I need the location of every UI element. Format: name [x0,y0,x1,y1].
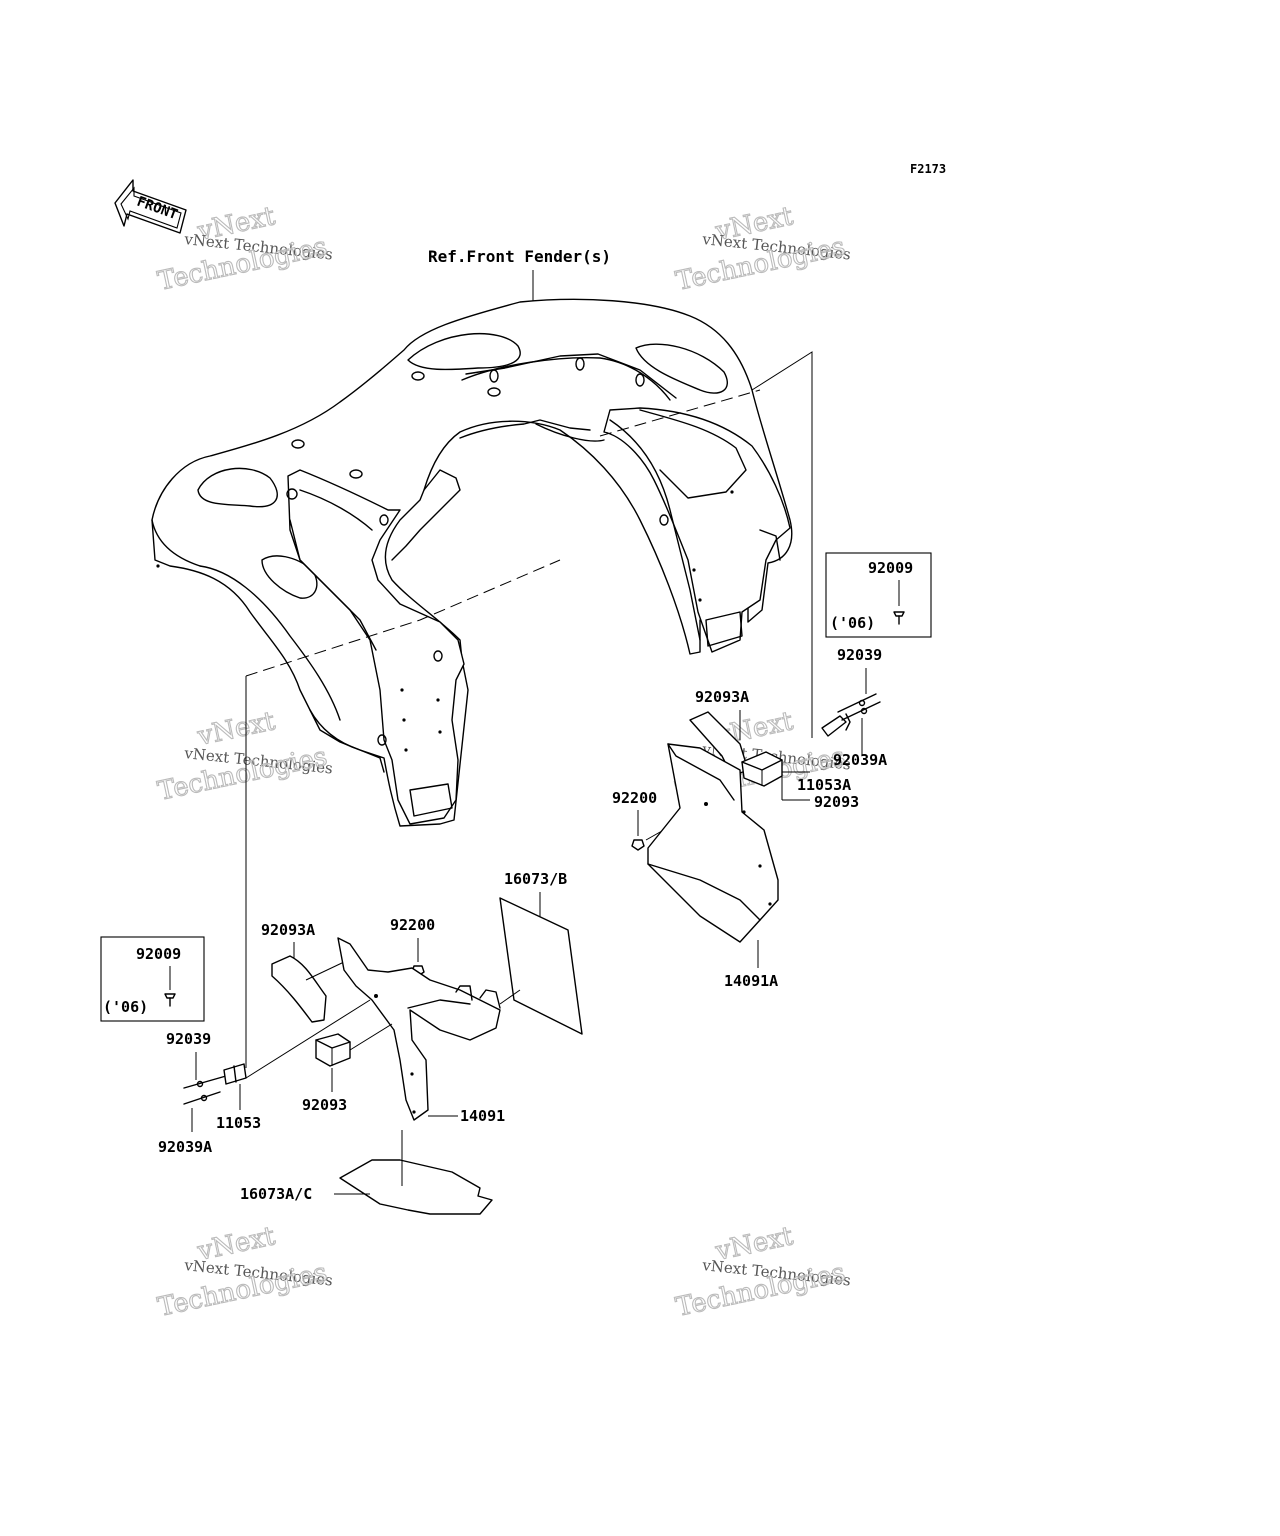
screw-icon [164,993,176,1007]
label-92093A-right: 92093A [695,688,749,706]
label-92009-left: 92009 [136,945,181,963]
label-11053: 11053 [216,1114,261,1132]
ref-front-fender-label: Ref.Front Fender(s) [428,247,611,266]
inset-box-92009-right: 92009 ('06) [825,552,932,638]
watermark-bottom-left: vNext vNext Technologies Technologies [155,1221,334,1324]
label-92200-right: 92200 [612,789,657,807]
inset-box-92009-left: 92009 ('06) [100,936,205,1022]
rivet-dots [156,490,734,752]
front-arrow-icon: FRONT [114,179,187,234]
block-92093-left [315,1033,351,1067]
watermark-top-right: vNext vNext Technologies Technologies [673,201,852,298]
label-92093-right: 92093 [814,793,859,811]
label-14091A: 14091A [724,972,778,990]
label-year-left: ('06) [103,998,148,1016]
label-92200-left: 92200 [390,916,435,934]
watermark-bottom-right: vNext vNext Technologies Technologies [673,1221,852,1324]
watermark-middle-left: vNext vNext Technologies Technologies [155,706,334,808]
pin-bracket-left [183,1063,247,1105]
figure-code: F2173 [910,162,946,176]
fastener-holes [286,357,669,746]
pad-92093A-left [271,955,327,1023]
label-92093-left: 92093 [302,1096,347,1114]
right-reference-line [751,351,813,738]
pin-bracket-right [821,693,881,737]
screw-icon [893,611,905,625]
front-fender-assembly [151,298,793,827]
label-92039-right: 92039 [837,646,882,664]
label-11053A: 11053A [797,776,851,794]
label-14091: 14091 [460,1107,505,1125]
label-92093A-left: 92093A [261,921,315,939]
label-year-right: ('06) [830,614,875,632]
label-92009-right: 92009 [868,559,913,577]
label-92039A-left: 92039A [158,1138,212,1156]
mud-guard-14091A [647,743,779,943]
label-16073AC: 16073A/C [240,1185,312,1203]
label-16073B: 16073/B [504,870,567,888]
mat-16073B [499,897,583,1035]
watermark-text: vNext [194,706,278,752]
label-92039A-right: 92039A [833,751,887,769]
nut-icon [631,839,645,851]
mat-16073AC [339,1159,493,1215]
label-92039-left: 92039 [166,1030,211,1048]
